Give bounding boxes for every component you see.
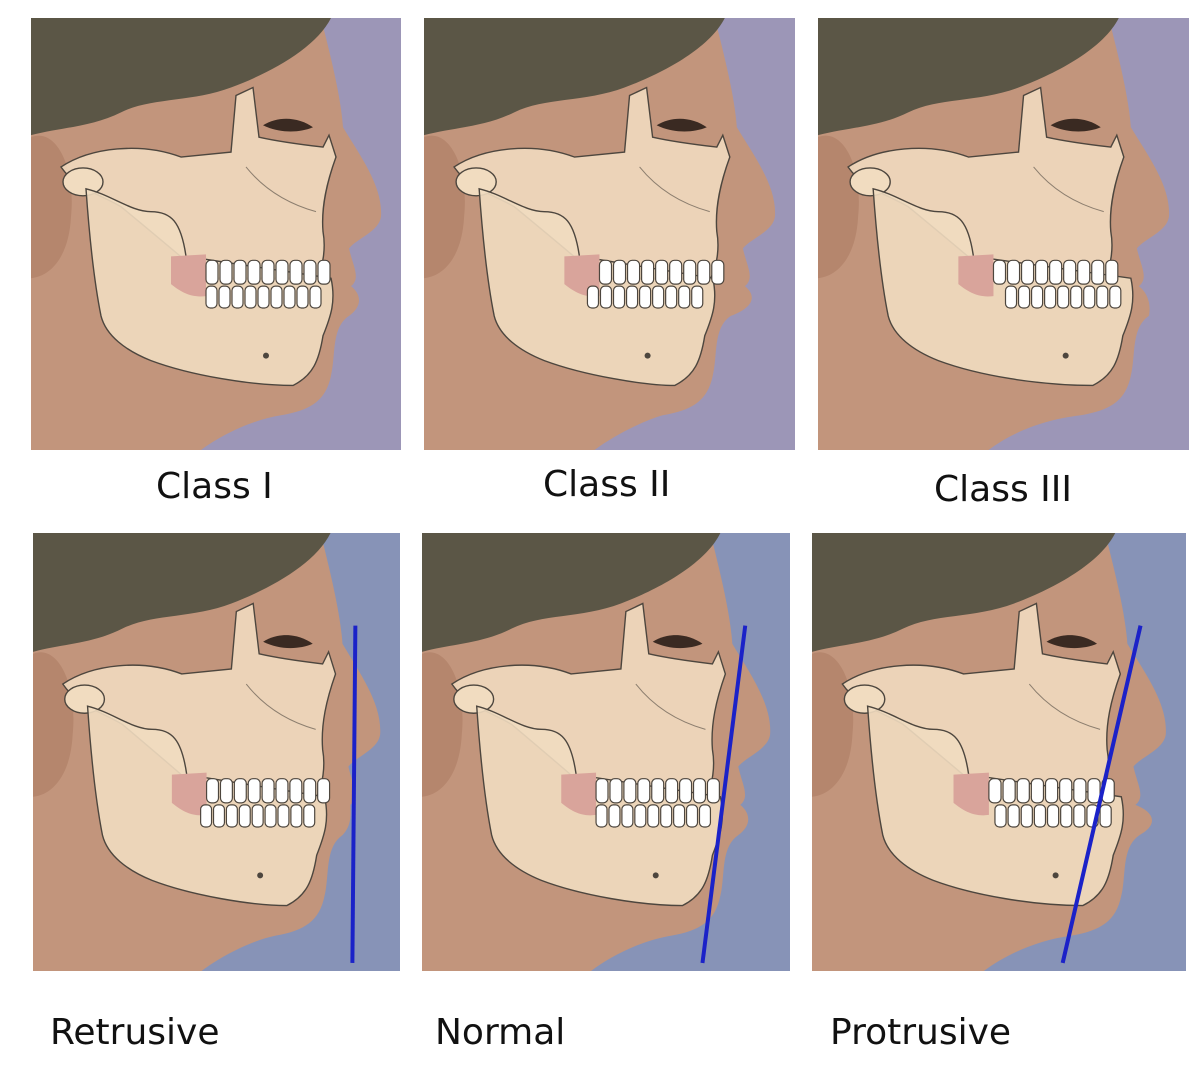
profile-line xyxy=(1060,625,1143,964)
caption-class-iii: Class III xyxy=(934,469,1073,510)
skull-profile-icon xyxy=(33,533,400,971)
profile-line xyxy=(700,625,748,964)
panel-class-ii xyxy=(424,18,795,450)
panel-protrusive xyxy=(812,533,1186,971)
caption-retrusive: Retrusive xyxy=(50,1012,220,1053)
panel-retrusive xyxy=(33,533,400,971)
skull-profile-icon xyxy=(812,533,1186,971)
caption-class-i: Class I xyxy=(156,466,273,507)
skull-profile-icon xyxy=(818,18,1189,450)
panel-class-i xyxy=(31,18,401,450)
profile-line xyxy=(350,625,358,963)
skull-profile-icon xyxy=(424,18,795,450)
caption-protrusive: Protrusive xyxy=(830,1012,1012,1053)
panel-normal xyxy=(422,533,790,971)
panel-class-iii xyxy=(818,18,1189,450)
caption-class-ii: Class II xyxy=(543,464,671,505)
skull-profile-icon xyxy=(31,18,401,450)
caption-normal: Normal xyxy=(435,1012,566,1053)
skull-profile-icon xyxy=(422,533,790,971)
